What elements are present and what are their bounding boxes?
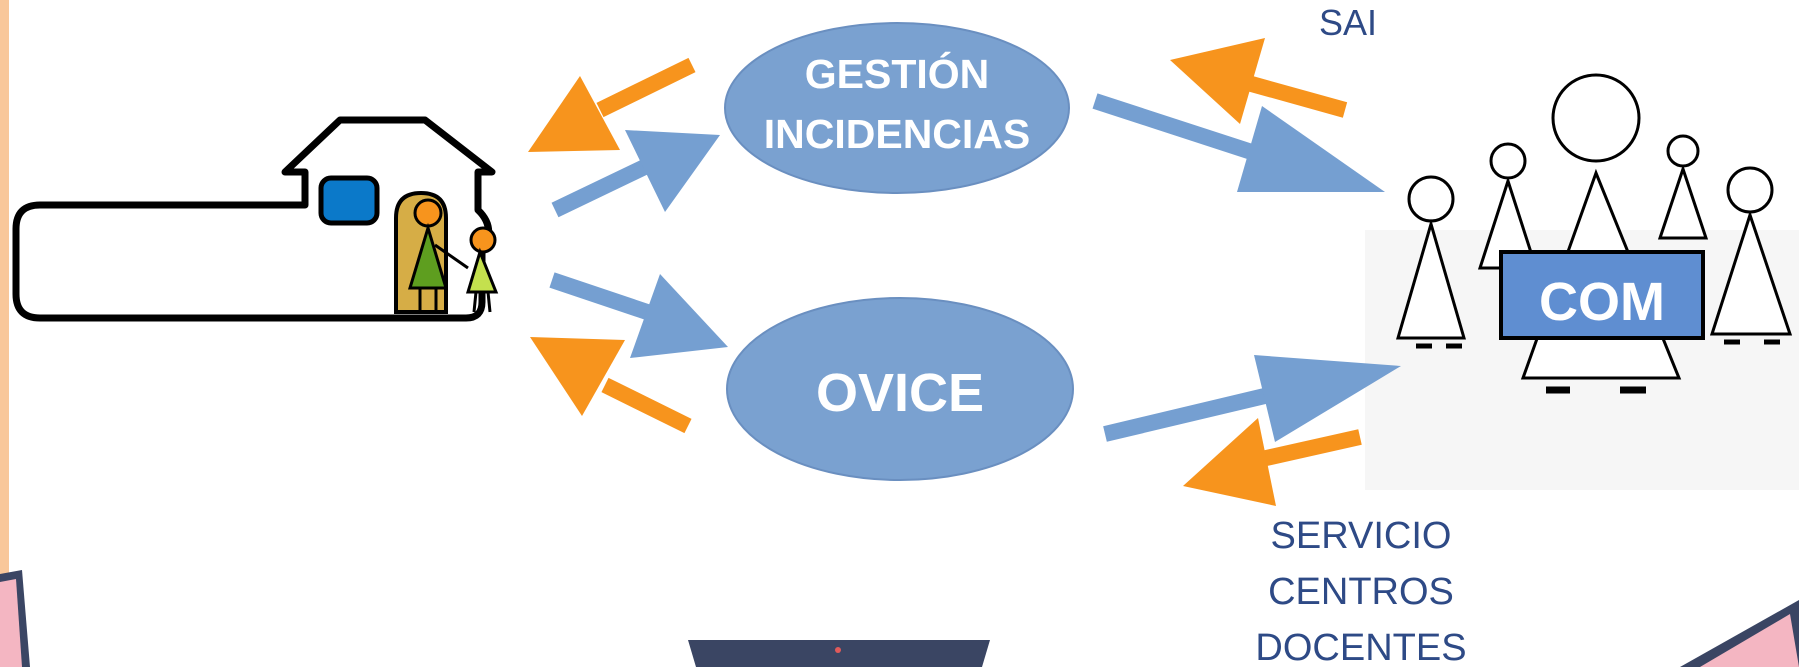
house-family-icon	[12, 116, 499, 322]
left-edge-strip	[0, 0, 9, 580]
com-label: COM	[1539, 272, 1665, 332]
ovice-node	[726, 297, 1074, 481]
servicio-label-line2: CENTROS	[1268, 571, 1454, 613]
arrow-gestion-to-com	[1092, 93, 1385, 192]
phone-corner-decoration	[0, 570, 30, 667]
arrow-house-to-gestion	[551, 130, 720, 218]
arrow-house-to-ovice	[549, 272, 728, 358]
com-sign	[1499, 250, 1705, 340]
arrow-sai-to-gestion	[1170, 38, 1348, 124]
arrow-ovice-to-house	[530, 337, 692, 434]
servicio-label-line3: DOCENTES	[1255, 627, 1466, 667]
laptop-icon	[688, 640, 990, 667]
gestion-line2: INCIDENCIAS	[764, 111, 1031, 157]
arrow-ovice-to-com	[1103, 355, 1401, 442]
corner-decoration-right	[1680, 600, 1799, 667]
servicio-label-line1: SERVICIO	[1271, 515, 1452, 557]
window-icon	[318, 175, 380, 226]
gestion-line1: GESTIÓN	[805, 51, 990, 97]
gestion-incidencias-node	[724, 22, 1070, 194]
arrow-servicio-to-ovice	[1183, 418, 1362, 506]
arrow-gestion-to-house	[528, 57, 696, 152]
ovice-label: OVICE	[816, 363, 984, 423]
sai-label: SAI	[1319, 2, 1377, 43]
